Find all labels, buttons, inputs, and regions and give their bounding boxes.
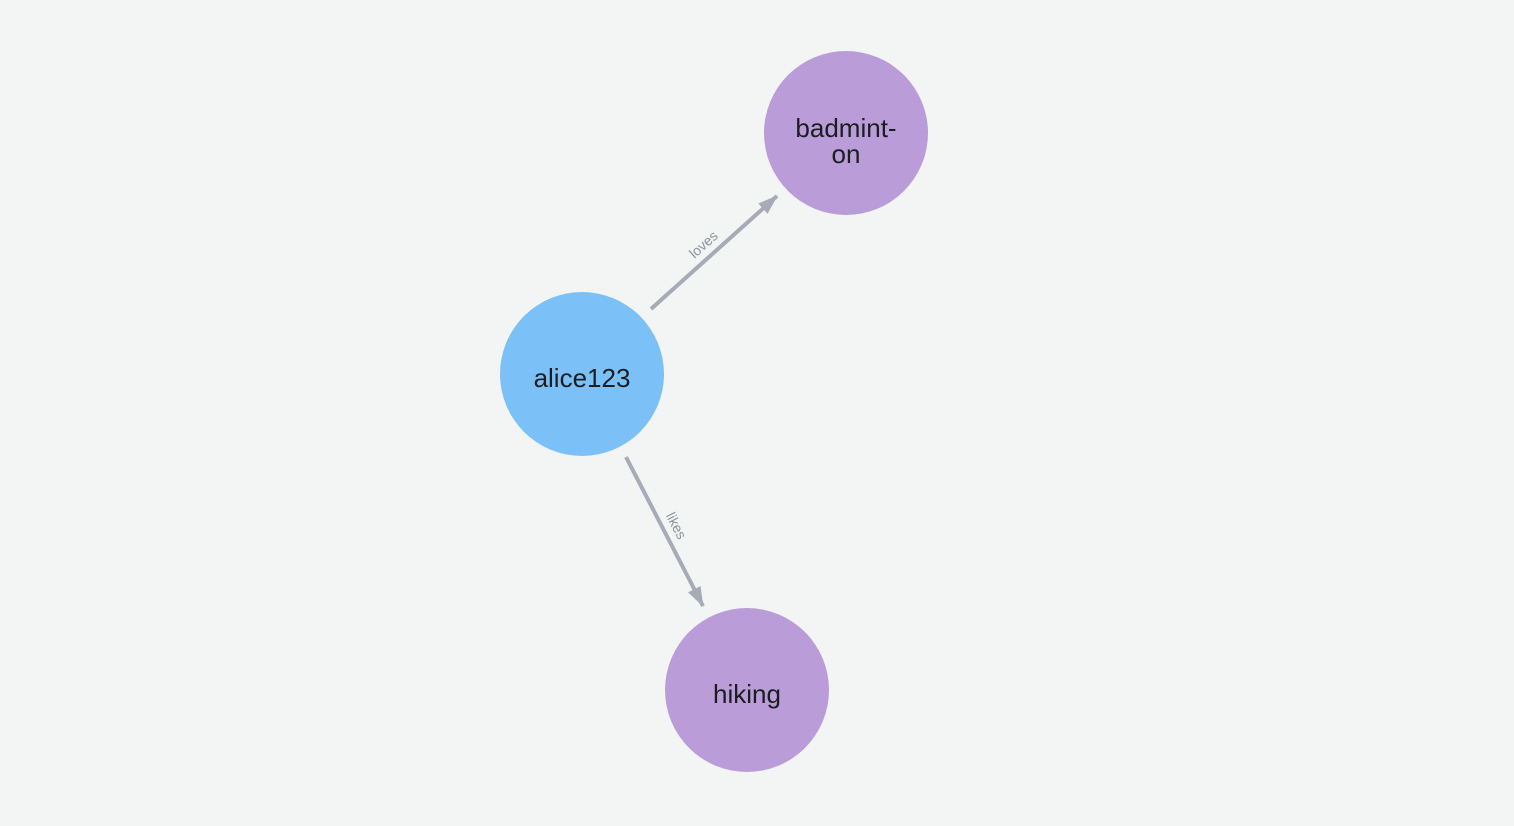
node-alice123-circle[interactable] [500, 292, 664, 456]
node-badminton-circle[interactable] [764, 51, 928, 215]
node-alice123: alice123 [500, 292, 664, 456]
edge-likes-line[interactable] [624, 456, 705, 607]
node-hiking-circle[interactable] [665, 608, 829, 772]
node-hiking: hiking [665, 608, 829, 772]
node-badminton: badmint-on [764, 51, 928, 215]
edge-loves-line[interactable] [649, 194, 779, 311]
